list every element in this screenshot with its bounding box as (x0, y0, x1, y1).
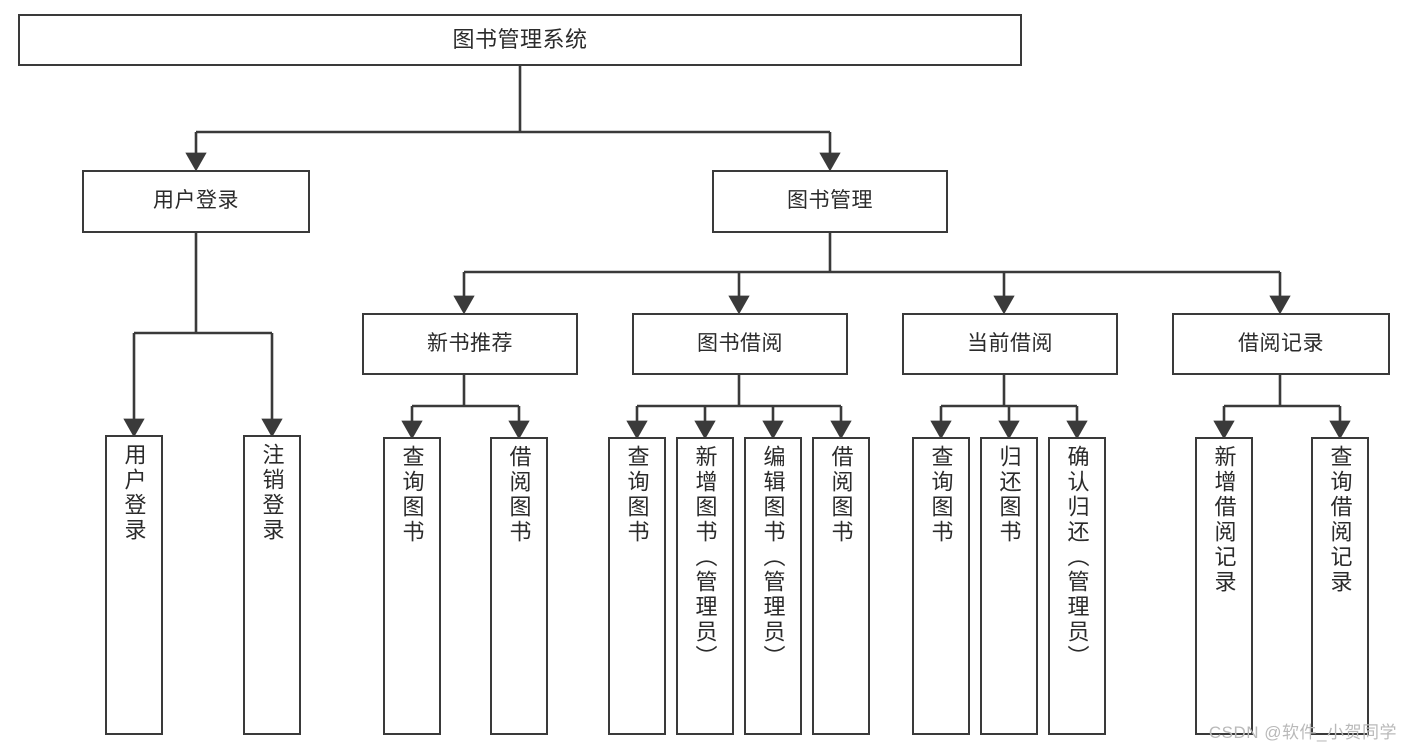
node-leaf-borrow-books[interactable]: 借阅图书 (812, 437, 870, 735)
node-book-borrowing[interactable]: 图书借阅 (632, 313, 848, 375)
node-label: 新书推荐 (427, 331, 513, 355)
node-label: 归还图书 (996, 445, 1022, 545)
node-leaf-edit-book-admin[interactable]: 编辑图书（管理员） (744, 437, 802, 735)
node-leaf-query-books-borrow[interactable]: 查询图书 (608, 437, 666, 735)
node-label: 编辑图书（管理员） (760, 445, 786, 670)
node-label: 查询借阅记录 (1327, 445, 1353, 595)
node-leaf-query-books-current[interactable]: 查询图书 (912, 437, 970, 735)
node-new-book-recommendation[interactable]: 新书推荐 (362, 313, 578, 375)
node-label: 图书管理 (787, 189, 873, 213)
node-label: 确认归还（管理员） (1064, 445, 1090, 670)
node-label: 注销登录 (259, 443, 285, 543)
node-borrowing-records[interactable]: 借阅记录 (1172, 313, 1390, 375)
node-leaf-return-books[interactable]: 归还图书 (980, 437, 1038, 735)
node-label: 借阅图书 (828, 445, 854, 545)
node-leaf-confirm-return-admin[interactable]: 确认归还（管理员） (1048, 437, 1106, 735)
node-root-book-management-system[interactable]: 图书管理系统 (18, 14, 1022, 66)
node-leaf-query-borrow-record[interactable]: 查询借阅记录 (1311, 437, 1369, 735)
node-leaf-logout[interactable]: 注销登录 (243, 435, 301, 735)
node-leaf-add-borrow-record[interactable]: 新增借阅记录 (1195, 437, 1253, 735)
node-label: 新增图书（管理员） (692, 445, 718, 670)
node-leaf-borrow-books-recommend[interactable]: 借阅图书 (490, 437, 548, 735)
node-leaf-add-book-admin[interactable]: 新增图书（管理员） (676, 437, 734, 735)
node-label: 借阅图书 (506, 445, 532, 545)
node-label: 查询图书 (399, 445, 425, 545)
node-leaf-query-books-recommend[interactable]: 查询图书 (383, 437, 441, 735)
node-current-borrowing[interactable]: 当前借阅 (902, 313, 1118, 375)
node-label: 用户登录 (121, 443, 147, 543)
node-label: 当前借阅 (967, 331, 1053, 355)
node-user-login[interactable]: 用户登录 (82, 170, 310, 233)
csdn-watermark: CSDN @软件_小贺同学 (1208, 723, 1397, 742)
node-label: 借阅记录 (1238, 331, 1324, 355)
node-label: 图书借阅 (697, 331, 783, 355)
node-label: 新增借阅记录 (1211, 445, 1237, 595)
node-label: 查询图书 (928, 445, 954, 545)
node-label: 用户登录 (153, 189, 239, 213)
node-book-management[interactable]: 图书管理 (712, 170, 948, 233)
node-label: 查询图书 (624, 445, 650, 545)
node-leaf-user-login[interactable]: 用户登录 (105, 435, 163, 735)
node-label: 图书管理系统 (452, 27, 588, 53)
